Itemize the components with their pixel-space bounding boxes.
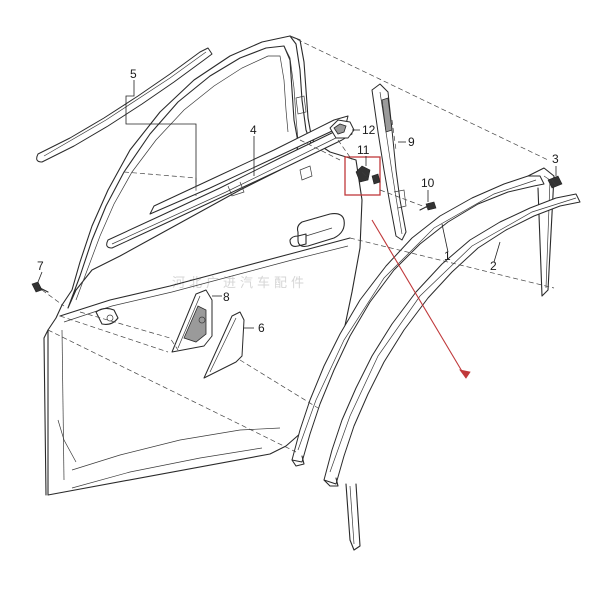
callout-1: 1	[444, 249, 451, 263]
part-7-bolt	[31, 281, 49, 293]
callout-5: 5	[130, 67, 137, 81]
callout-labels: 1 2 3 4 5 6 7 8 9 10 11 12	[37, 67, 559, 335]
callout-3: 3	[552, 152, 559, 166]
part-9-pillar-trim	[371, 83, 407, 241]
part-2-outer-seal	[323, 193, 581, 551]
door-shell	[43, 35, 363, 496]
part-3-clip	[547, 175, 563, 189]
part-5-roof-seal-strip	[36, 47, 213, 163]
callout-11: 11	[357, 143, 370, 157]
callout-9: 9	[408, 135, 415, 149]
part-8-mirror-bracket	[171, 289, 213, 353]
callout-7: 7	[37, 259, 44, 273]
callout-10: 10	[421, 176, 435, 190]
highlight-box	[344, 156, 381, 196]
part-10-screw	[419, 201, 437, 211]
callout-6: 6	[258, 321, 265, 335]
part-6-triangle-garnish	[203, 311, 245, 379]
highlight-arrow	[371, 219, 471, 379]
part-1-frame-seal	[291, 167, 555, 467]
callout-2: 2	[490, 259, 497, 273]
part-4-belt-moulding	[106, 115, 353, 249]
callout-12: 12	[362, 123, 376, 137]
callout-4: 4	[250, 123, 257, 137]
callout-8: 8	[223, 290, 230, 304]
leader-lines	[37, 80, 557, 329]
part-11-retainer	[344, 156, 381, 196]
watermark-text: 河北广进汽车配件	[172, 275, 308, 291]
